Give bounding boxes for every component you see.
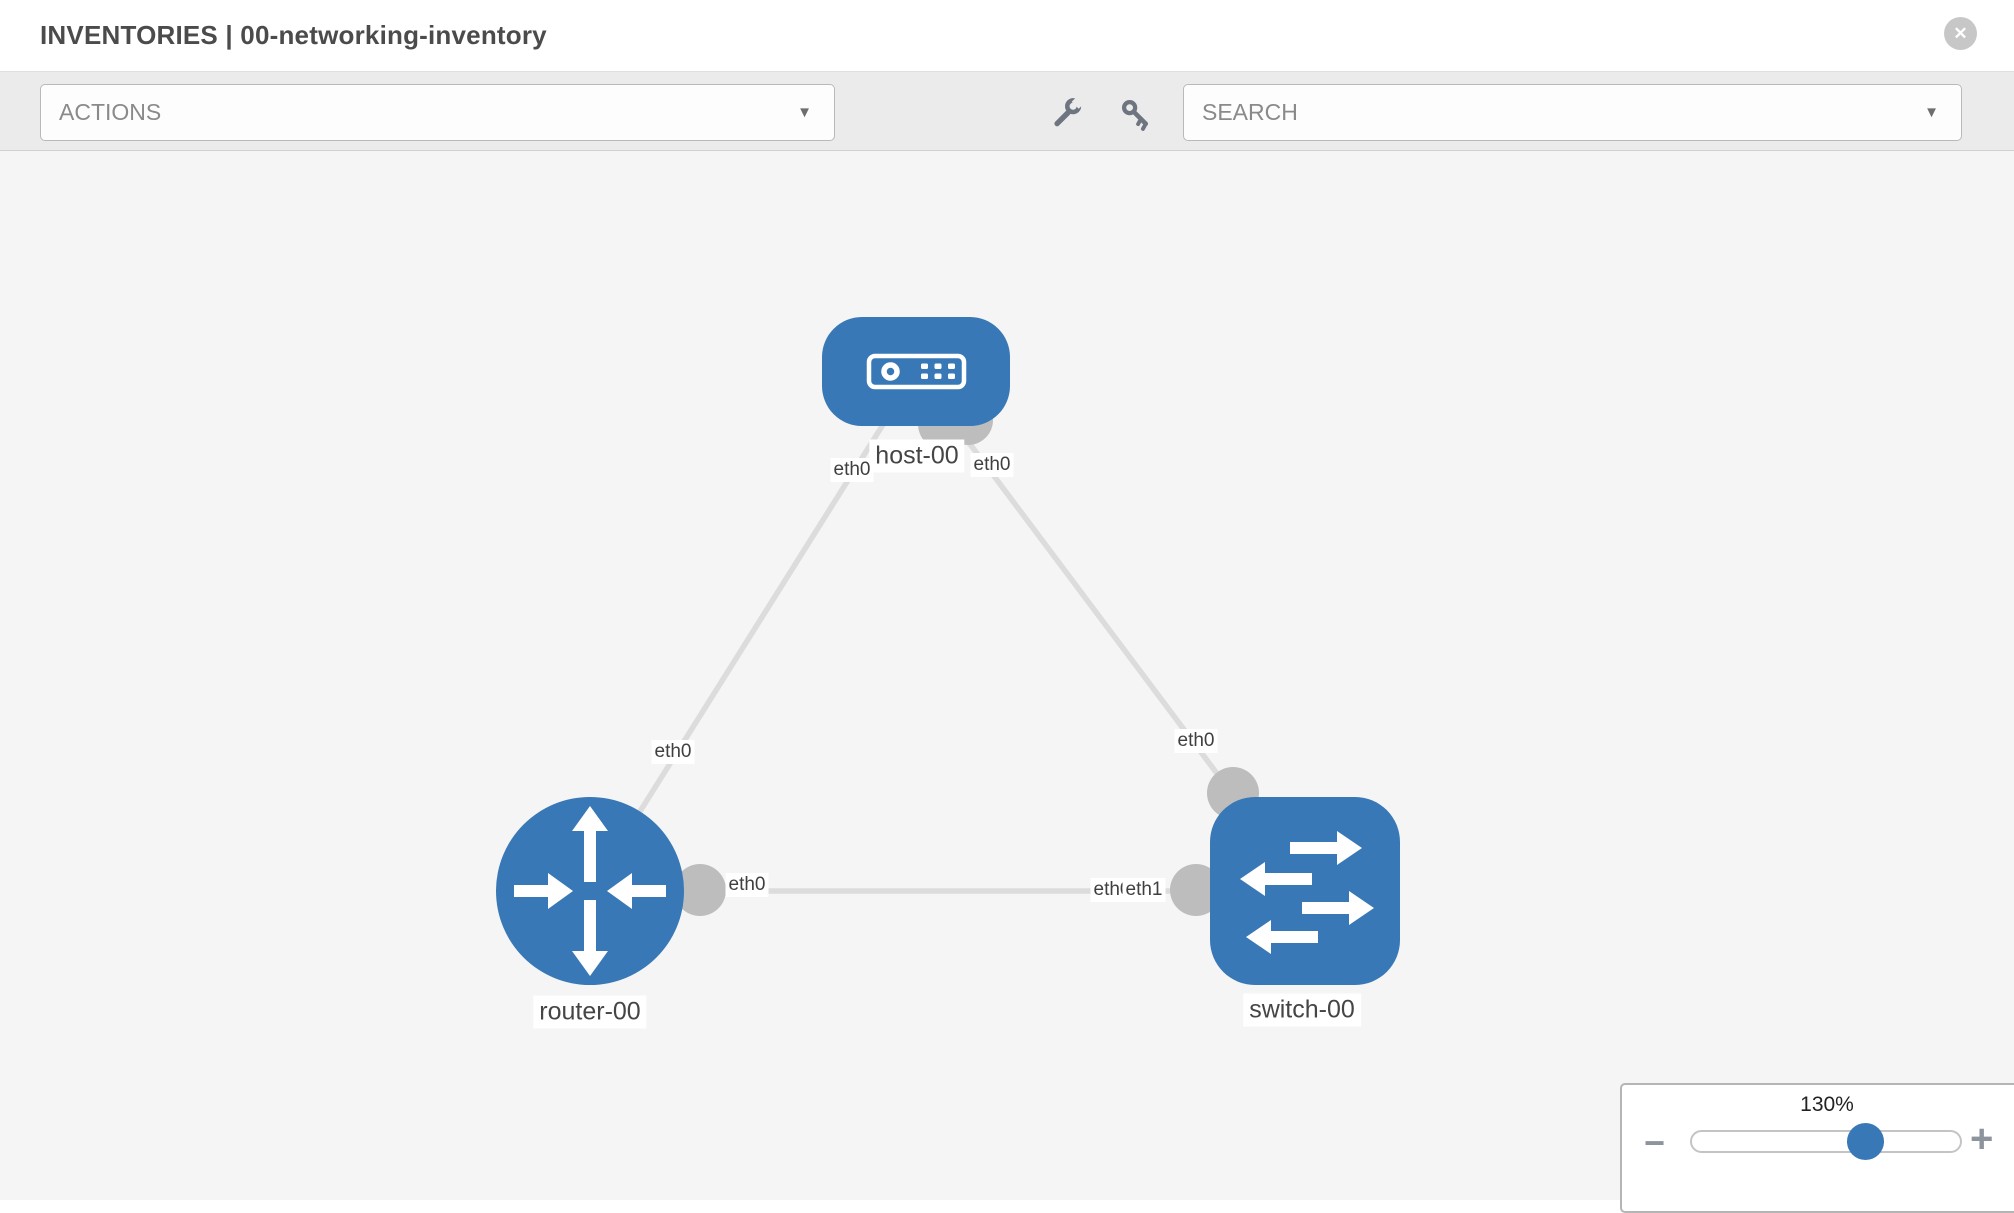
node-label-host: host-00 [869, 439, 965, 473]
host-icon [866, 353, 967, 390]
wrench-icon[interactable] [1050, 96, 1084, 130]
header-bar: INVENTORIES | 00-networking-inventory ✕ [0, 0, 2014, 72]
search-dropdown[interactable]: SEARCH ▼ [1183, 84, 1962, 141]
actions-dropdown[interactable]: ACTIONS ▼ [40, 84, 835, 141]
node-label-switch: switch-00 [1243, 993, 1361, 1027]
node-switch[interactable] [1210, 797, 1400, 985]
router-icon [514, 806, 666, 976]
iface-label-switch-left-front: eth1 [1122, 878, 1166, 902]
topology-canvas[interactable] [0, 150, 2014, 1200]
port-router-eth0[interactable] [674, 864, 726, 916]
chevron-down-icon: ▼ [797, 104, 812, 121]
zoom-slider-track[interactable] [1690, 1130, 1962, 1153]
zoom-in-button plus-icon[interactable]: + [1970, 1117, 1994, 1161]
iface-label-router-right: eth0 [725, 873, 769, 897]
zoom-slider-thumb[interactable] [1847, 1123, 1884, 1160]
zoom-level-value: 130% [1800, 1093, 1854, 1116]
iface-label-host-left: eth0 [830, 458, 874, 482]
close-icon[interactable]: ✕ [1944, 17, 1977, 50]
port-switch-eth1[interactable] [1170, 864, 1222, 916]
zoom-panel: 130% − + [1620, 1083, 2014, 1213]
iface-label-host-router-mid: eth0 [651, 740, 695, 764]
actions-dropdown-label: ACTIONS [59, 99, 162, 125]
node-host[interactable] [822, 317, 1010, 426]
iface-label-host-switch-mid: eth0 [1174, 729, 1218, 753]
search-dropdown-label: SEARCH [1202, 99, 1298, 125]
node-label-router: router-00 [533, 995, 647, 1029]
chevron-down-icon: ▼ [1924, 104, 1939, 121]
zoom-out-button minus-icon[interactable]: − [1644, 1122, 1666, 1163]
page-title: INVENTORIES | 00-networking-inventory [40, 20, 547, 50]
node-router[interactable] [496, 797, 684, 985]
switch-icon [1240, 831, 1374, 954]
iface-label-host-right: eth0 [970, 453, 1014, 477]
close-glyph: ✕ [1953, 23, 1968, 43]
key-icon[interactable] [1118, 98, 1152, 132]
toolbar: ACTIONS ▼ SEARCH ▼ [0, 72, 2014, 151]
